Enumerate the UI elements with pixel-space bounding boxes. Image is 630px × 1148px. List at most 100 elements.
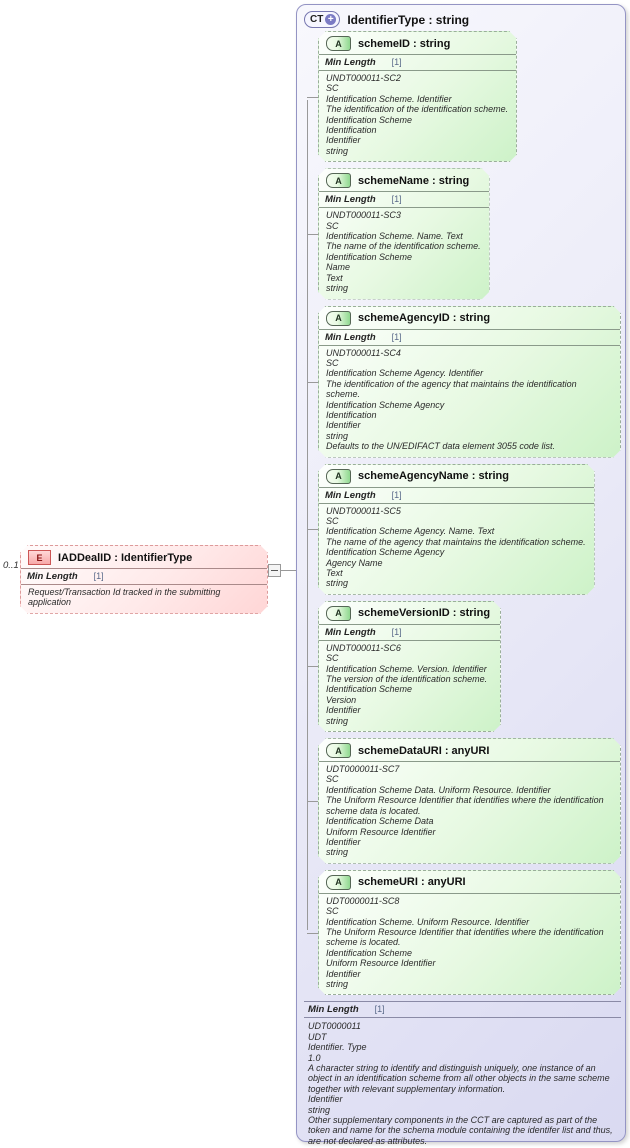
attribute-icon: A [326, 311, 351, 326]
facet-name: Min Length [325, 489, 376, 501]
attribute-header: A schemeAgencyName : string [319, 465, 594, 488]
complextype-icon-label: CT [310, 14, 324, 25]
attribute-list: A schemeID : string Min Length [1] UNDT0… [306, 31, 621, 996]
element-facet-row: Min Length [1] [21, 569, 267, 585]
attribute-icon: A [326, 469, 351, 484]
annotation-line: Uniform Resource Identifier [326, 958, 436, 969]
annotation-line: The Uniform Resource Identifier that ide… [326, 926, 604, 948]
annotation-line: Identification Scheme Agency. Name. Text [326, 526, 495, 537]
annotation-line: SC [326, 653, 339, 664]
annotation-line: UDT [308, 1031, 327, 1042]
facet-name: Min Length [325, 57, 376, 68]
facet-row: Min Length [1] [319, 625, 500, 641]
connector-line [281, 570, 308, 571]
annotation-line: Identifier [326, 420, 361, 431]
complextype-icon[interactable]: CT + [304, 11, 341, 28]
attribute-row: A schemeName : string Min Length [1] UND… [307, 168, 490, 299]
attribute-header: A schemeName : string [319, 169, 489, 192]
facet-value: [1] [391, 626, 402, 637]
annotation-line: Identification Scheme Agency [326, 547, 445, 558]
annotation-line: SC [326, 220, 339, 231]
annotation-line: UNDT000011-SC2 [326, 73, 401, 83]
annotation-line: Version [326, 694, 357, 705]
annotation-line: SC [326, 774, 339, 785]
attribute-title: schemeName : string [358, 174, 470, 187]
annotation-line: Request/Transaction Id tracked in the su… [28, 587, 221, 608]
annotation-line: Name [326, 262, 351, 273]
expand-icon[interactable]: + [325, 14, 337, 25]
attribute-row: A schemeAgencyID : string Min Length [1]… [307, 306, 621, 458]
annotation-line: Identifier. Type [308, 1042, 367, 1053]
attribute-header: A schemeURI : anyURI [319, 871, 620, 894]
annotation-line: Identification Scheme Agency. Identifier [326, 368, 484, 379]
annotation-line: string [326, 283, 349, 294]
element-icon: E [28, 550, 51, 565]
annotation-line: string [326, 715, 349, 726]
complextype-header: CT + IdentifierType : string [304, 11, 621, 28]
annotation-line: Identifier [326, 968, 361, 979]
annotation-line: The identification of the identification… [326, 104, 509, 115]
annotation-line: Identification Scheme Data [326, 816, 434, 827]
annotation-line: Identification Scheme [326, 114, 413, 125]
annotation-line: A character string to identify and disti… [308, 1063, 610, 1094]
annotation-line: Identifier [326, 705, 361, 716]
annotation-line: Identification Scheme. Uniform Resource.… [326, 916, 530, 927]
complextype-container[interactable]: CT + IdentifierType : string A schemeID … [296, 4, 626, 1146]
element-box-iaddealid[interactable]: E IADDealID : IdentifierType Min Length … [20, 545, 268, 614]
attribute-box-schemeID[interactable]: A schemeID : string Min Length [1] UNDT0… [318, 31, 517, 162]
annotation-line: Identification Scheme. Identifier [326, 93, 452, 104]
annotation-line: UNDT000011-SC6 [326, 642, 401, 653]
attribute-box-schemeAgencyName[interactable]: A schemeAgencyName : string Min Length [… [318, 464, 595, 595]
annotation-line: Identification [326, 409, 377, 420]
attribute-box-schemeAgencyID[interactable]: A schemeAgencyID : string Min Length [1]… [318, 306, 621, 458]
annotation-line: string [326, 578, 349, 589]
facet-row: Min Length [1] [319, 330, 620, 346]
annotation-line: The Uniform Resource Identifier that ide… [326, 795, 604, 816]
annotation-line: Identification Scheme. Name. Text [326, 231, 463, 242]
attribute-title: schemeURI : anyURI [358, 876, 466, 889]
attribute-title: schemeDataURI : anyURI [358, 744, 490, 757]
annotation-line: The version of the identification scheme… [326, 674, 488, 685]
annotation-line: Agency Name [326, 557, 383, 568]
annotation-line: string [326, 430, 349, 441]
facet-value: [1] [391, 331, 402, 342]
annotation-line: UNDT000011-SC5 [326, 505, 401, 516]
attribute-icon: A [326, 173, 351, 188]
attribute-title: schemeAgencyName : string [358, 470, 509, 483]
annotation-line: Identification Scheme. Version. Identifi… [326, 663, 487, 674]
annotation-line: The name of the agency that maintains th… [326, 536, 586, 547]
attribute-box-schemeName[interactable]: A schemeName : string Min Length [1] UND… [318, 168, 490, 299]
attribute-icon: A [326, 36, 351, 51]
attribute-header: A schemeID : string [319, 32, 516, 55]
attribute-header: A schemeAgencyID : string [319, 307, 620, 330]
facet-name: Min Length [325, 626, 376, 638]
annotation-line: 1.0 [308, 1052, 321, 1063]
annotation-line: Identification Scheme Agency [326, 399, 445, 410]
collapse-handle[interactable] [268, 564, 281, 577]
attribute-box-schemeVersionID[interactable]: A schemeVersionID : string Min Length [1… [318, 601, 501, 732]
facet-name: Min Length [27, 571, 78, 582]
facet-value: [1] [391, 194, 402, 205]
annotation-line: Text [326, 272, 343, 283]
facet-value: [1] [374, 1004, 385, 1015]
annotation-line: SC [326, 515, 339, 526]
annotation-line: SC [326, 906, 339, 917]
annotation-line: Identifier [326, 135, 361, 146]
annotation-line: The name of the identification scheme. [326, 241, 481, 252]
connector-trunk-line [307, 100, 308, 930]
type-facet-row: Min Length [1] [304, 1001, 621, 1019]
annotation-line: Other supplementary components in the CC… [308, 1115, 613, 1146]
attribute-title: schemeVersionID : string [358, 607, 491, 620]
attribute-row: A schemeVersionID : string Min Length [1… [306, 601, 501, 732]
annotation-line: Identification Scheme [326, 684, 413, 695]
facet-row: Min Length [1] [319, 192, 489, 208]
facet-name: Min Length [325, 194, 376, 206]
